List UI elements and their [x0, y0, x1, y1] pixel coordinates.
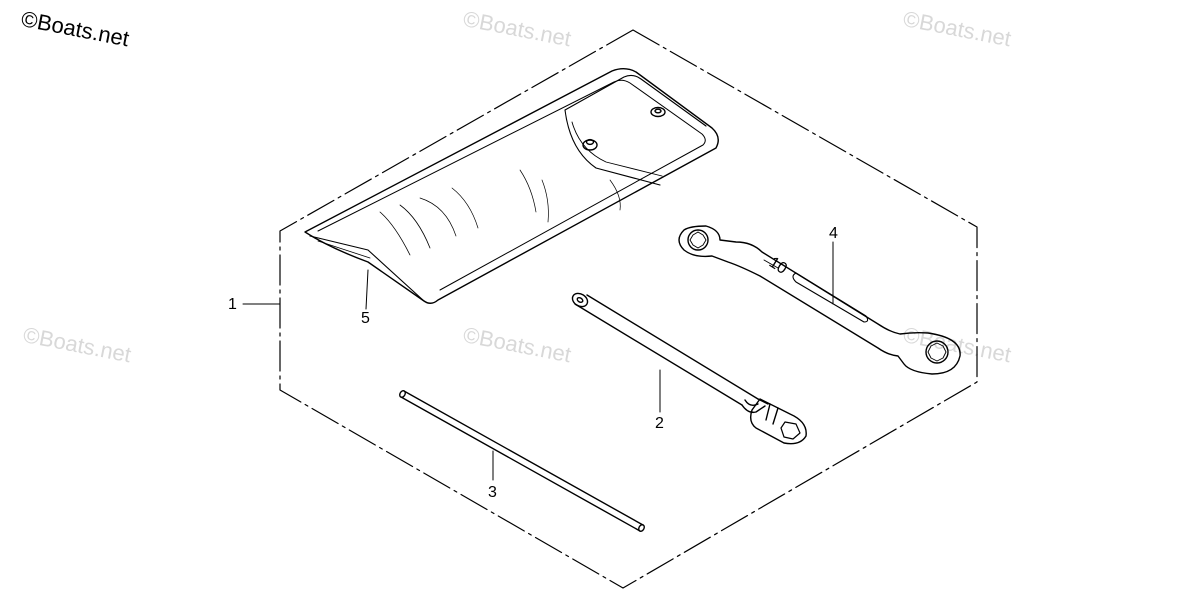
callout-2: 2 — [655, 415, 664, 432]
leader-lines — [242, 241, 834, 481]
callout-1: 1 — [228, 296, 237, 313]
tommy-bar — [399, 390, 645, 532]
tool-bag — [304, 68, 719, 304]
leader-line-5 — [365, 269, 369, 310]
callout-5: 5 — [361, 310, 370, 327]
ring-end-icon — [687, 229, 709, 251]
callout-4: 4 — [829, 225, 838, 242]
kit-boundary — [279, 29, 978, 589]
wrench-size-marking: 10 — [766, 254, 790, 278]
ring-end-icon — [925, 340, 949, 364]
ring-wrench — [678, 225, 961, 375]
box-spanner — [571, 292, 807, 445]
snap-button-icon — [650, 106, 666, 118]
callout-3: 3 — [488, 484, 497, 501]
hex-socket-icon — [780, 421, 801, 440]
